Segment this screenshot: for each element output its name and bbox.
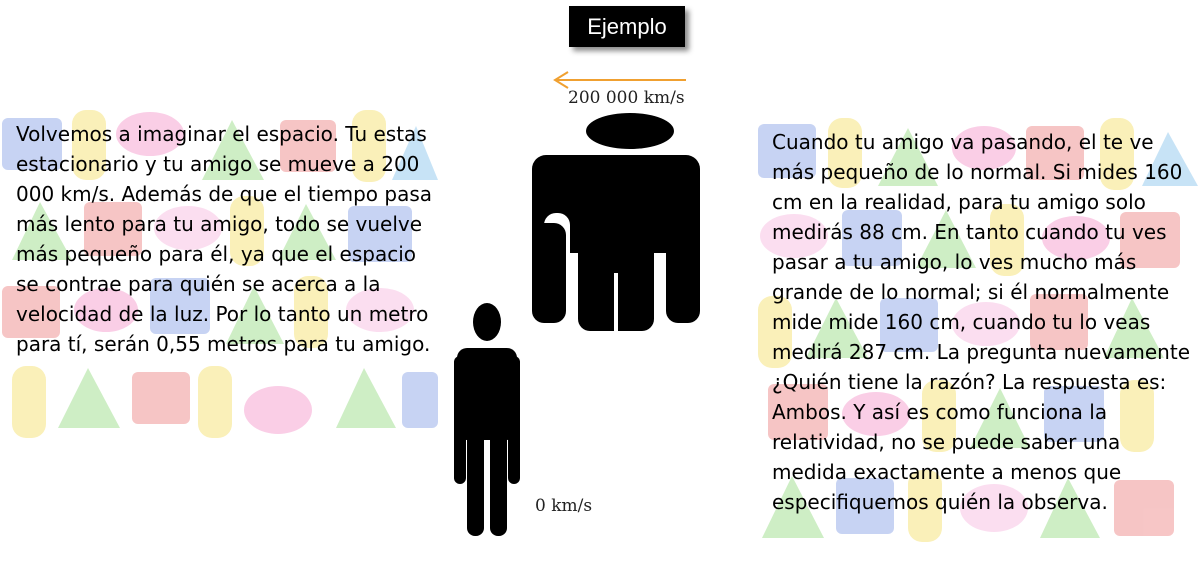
person-small-icon [454, 303, 520, 536]
person-large-icon [532, 113, 700, 331]
cube-icon [280, 120, 336, 172]
cylinder-icon [352, 110, 386, 182]
cube-icon [2, 286, 60, 338]
cube-icon [84, 202, 142, 256]
cylinder-icon [758, 296, 792, 368]
cube-icon [1114, 480, 1174, 536]
pyramid-icon [762, 476, 824, 538]
torus-icon [952, 126, 1016, 170]
torus-icon [842, 392, 910, 436]
torus-icon [116, 112, 184, 156]
torus-icon [154, 206, 222, 250]
cylinder-icon [294, 276, 328, 348]
cylinder-icon [990, 204, 1024, 276]
pyramid-icon [1104, 298, 1164, 358]
torus-icon [1042, 216, 1110, 260]
cylinder-icon [1120, 380, 1154, 452]
pyramid-icon [806, 298, 868, 358]
cube-icon [758, 124, 816, 178]
left-paragraph: Volvemos a imaginar el espacio. Tu estas… [16, 122, 433, 356]
moving-speed-label: 200 000 km/s [568, 88, 685, 108]
cube-icon [836, 478, 894, 534]
torus-icon [346, 288, 414, 332]
cube-icon [348, 206, 412, 262]
pyramid-icon [58, 368, 120, 428]
cylinder-icon [828, 118, 862, 188]
torus-icon [952, 302, 1020, 346]
cube-icon [1120, 212, 1180, 268]
cone-icon [1142, 132, 1198, 186]
cube-icon [1026, 126, 1084, 180]
pyramid-icon [1040, 478, 1100, 538]
cube-icon [1030, 294, 1088, 350]
cube-icon [880, 298, 938, 352]
cube-icon [768, 384, 828, 440]
cylinder-icon [1100, 118, 1134, 190]
pyramid-icon [970, 388, 1030, 448]
torus-icon [244, 386, 312, 434]
pyramid-icon [916, 210, 976, 268]
pyramid-icon [336, 368, 396, 428]
shapes-background-right [758, 118, 1198, 550]
pyramid-icon [202, 120, 264, 180]
right-paragraph: Cuando tu amigo va pasando, el te ve más… [772, 130, 1190, 514]
cube-icon [2, 118, 62, 170]
torus-icon [960, 484, 1028, 532]
cylinder-icon [12, 366, 46, 438]
torus-icon [74, 288, 138, 332]
cylinder-icon [922, 380, 956, 452]
cylinder-icon [230, 196, 264, 266]
cube-icon [842, 210, 902, 266]
shapes-pattern-left-svg [2, 110, 438, 438]
cylinder-icon [72, 110, 106, 180]
arrow-left-icon [553, 71, 686, 89]
cube-icon [402, 372, 438, 428]
pyramid-icon [278, 204, 336, 260]
pyramid-icon [226, 286, 284, 344]
shapes-pattern-right-svg [758, 118, 1198, 542]
cylinder-icon [198, 366, 232, 438]
pyramid-icon [878, 128, 938, 186]
torus-icon [760, 214, 828, 258]
cylinder-icon [908, 470, 942, 542]
cone-icon [392, 126, 438, 180]
cube-icon [132, 372, 190, 424]
cube-icon [1044, 386, 1104, 442]
pyramid-icon [12, 202, 72, 260]
shapes-background-left [2, 110, 438, 446]
slide-title: Ejemplo [569, 6, 685, 47]
cube-icon [150, 278, 210, 334]
stationary-speed-label: 0 km/s [535, 496, 593, 516]
